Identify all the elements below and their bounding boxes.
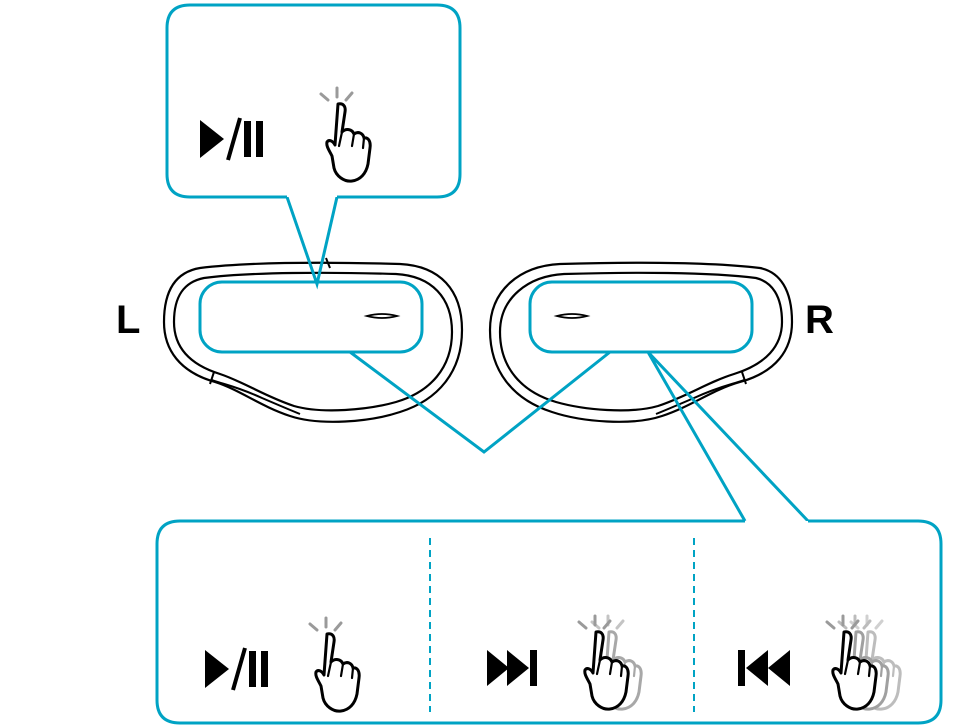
left-sensor-slit [363,313,401,319]
right-label: R [805,298,834,342]
play-pause-icon-right [205,647,268,691]
right-callout-box [155,519,943,725]
bottom-callout-v-connector [349,350,611,454]
play-pause-icon [200,117,263,161]
left-earbud [162,257,464,423]
right-earbud [488,261,794,423]
right-touch-sensor[interactable] [528,280,754,354]
left-callout-pointer [285,196,339,290]
previous-track-icon [738,650,790,686]
left-label: L [116,298,141,342]
left-touch-sensor[interactable] [198,280,424,354]
right-callout-pointer [646,350,810,523]
right-sensor-slit [553,313,591,319]
next-track-icon [487,650,537,686]
left-callout-box [165,3,462,199]
